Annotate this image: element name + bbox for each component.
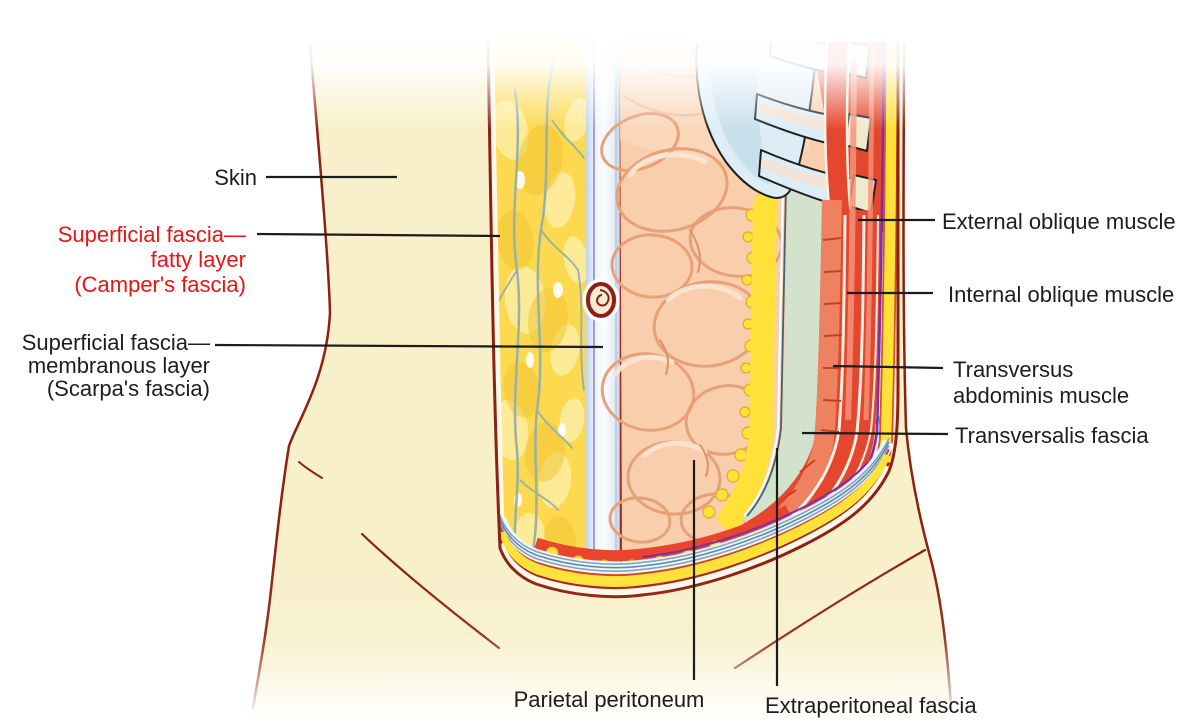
label-transversus-abdominis: Transversus abdominis muscle [953, 357, 1129, 409]
label-superficial-fascia-fatty: Superficial fascia— fatty layer (Camper'… [58, 222, 246, 297]
label-transversalis-fascia: Transversalis fascia [955, 423, 1149, 448]
bottom-fade [0, 560, 1200, 728]
intestine-creases [659, 229, 709, 477]
label-internal-oblique: Internal oblique muscle [948, 282, 1175, 307]
label-extraperitoneal-fascia: Extraperitoneal fascia [765, 693, 977, 718]
label-line: Superficial fascia— [57, 222, 246, 247]
intestine-highlights [612, 152, 743, 458]
label-line: Superficial fascia— [21, 330, 210, 355]
label-line: Transversus [953, 357, 1074, 382]
top-fade [0, 0, 1200, 130]
leader-scarpa [214, 343, 604, 349]
muscle-striations [779, 237, 843, 502]
leader-camper [256, 232, 501, 238]
leader-transversalis [801, 431, 949, 436]
transversus-band [752, 199, 842, 547]
label-line: (Camper's fascia) [74, 272, 246, 297]
extraperitoneal-fat-strip [702, 193, 777, 530]
label-external-oblique: External oblique muscle [942, 209, 1176, 234]
label-line: membranous layer [27, 353, 210, 378]
label-superficial-fascia-membranous: Superficial fascia— membranous layer (Sc… [22, 331, 210, 400]
label-skin: Skin [214, 165, 257, 190]
label-parietal-peritoneum: Parietal peritoneum [513, 687, 705, 712]
hip-crease-left [298, 461, 323, 479]
label-line: abdominis muscle [953, 383, 1130, 408]
leader-lines [214, 175, 949, 686]
umbilicus [582, 278, 620, 322]
label-line: fatty layer [150, 247, 246, 272]
leader-transversus [832, 364, 944, 370]
label-line: (Scarpa's fascia) [46, 376, 210, 401]
